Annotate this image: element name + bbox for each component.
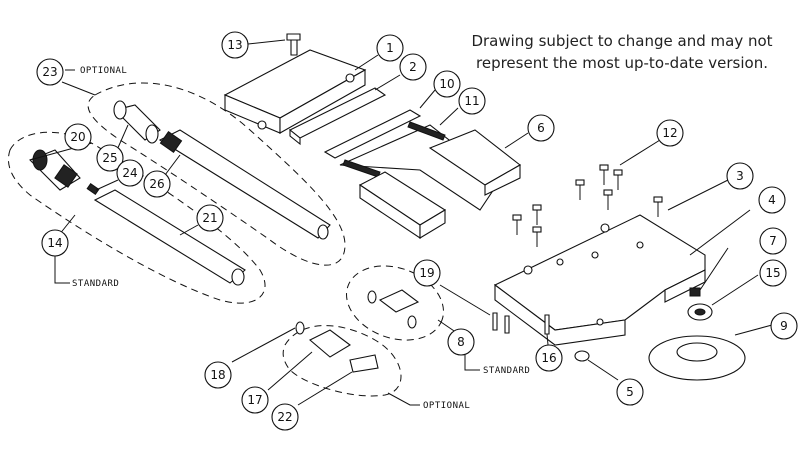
svg-text:25: 25: [102, 151, 117, 165]
block-1: [223, 49, 367, 134]
callout-25: 25: [96, 144, 124, 172]
svg-text:15: 15: [765, 266, 780, 280]
optional-top-label: OPTIONAL: [80, 66, 127, 76]
callout-22: 22: [271, 403, 299, 431]
main-plate: [493, 214, 706, 346]
svg-text:22: 22: [277, 410, 292, 424]
callout-14: 14: [41, 229, 69, 257]
bar-2: [288, 87, 387, 146]
svg-text:1: 1: [386, 41, 394, 55]
svg-text:16: 16: [541, 351, 556, 365]
svg-text:21: 21: [202, 211, 217, 225]
callout-10: 10: [433, 70, 461, 98]
standard-mid-label: STANDARD: [483, 366, 530, 376]
svg-text:5: 5: [626, 385, 634, 399]
standard-coupler: [29, 149, 81, 191]
svg-text:12: 12: [662, 126, 677, 140]
optional-bottom-label: OPTIONAL: [423, 401, 470, 411]
svg-text:4: 4: [768, 193, 776, 207]
callout-21: 21: [196, 204, 224, 232]
clamp-standard: [367, 289, 420, 329]
callout-7: 7: [759, 227, 787, 255]
svg-text:9: 9: [780, 319, 788, 333]
nut-7: [689, 287, 701, 297]
pins-19: [492, 312, 510, 334]
disclaimer-line-2: represent the most up-to-date version.: [476, 54, 768, 72]
callout-17: 17: [241, 386, 269, 414]
disclaimer-note: Drawing subject to change and may not re…: [452, 30, 792, 74]
standard-bar: [86, 182, 246, 286]
callout-13: 13: [221, 31, 249, 59]
callout-8: 8: [447, 328, 475, 356]
block-6: [428, 129, 521, 196]
svg-text:8: 8: [457, 335, 465, 349]
callout-11: 11: [458, 87, 486, 115]
disk-9: [648, 335, 746, 381]
svg-text:11: 11: [464, 94, 479, 108]
callout-9: 9: [770, 312, 798, 340]
svg-text:7: 7: [769, 234, 777, 248]
callout-3: 3: [726, 162, 754, 190]
svg-text:10: 10: [439, 77, 454, 91]
clamp-standard-outline: [346, 265, 444, 341]
callout-5: 5: [616, 378, 644, 406]
screws-12: [512, 164, 663, 247]
callout-6: 6: [527, 114, 555, 142]
callout-19: 19: [413, 259, 441, 287]
callout-4: 4: [758, 186, 786, 214]
washer-15: [687, 303, 713, 321]
svg-text:14: 14: [47, 236, 62, 250]
svg-text:18: 18: [210, 368, 225, 382]
standard-left-label: STANDARD: [72, 279, 119, 289]
callout-16: 16: [535, 344, 563, 372]
optional-bar: [158, 129, 331, 240]
nut-5: [574, 350, 590, 362]
svg-text:19: 19: [419, 266, 434, 280]
optional-group-outline: [87, 82, 346, 266]
optional-coupler: [113, 100, 161, 144]
clamp-optional: [295, 321, 379, 373]
svg-text:17: 17: [247, 393, 262, 407]
svg-text:24: 24: [122, 166, 137, 180]
plate-10: [323, 109, 501, 211]
callout-26: 26: [143, 170, 171, 198]
callout-20: 20: [64, 123, 92, 151]
screw-13: [247, 33, 301, 56]
callout-24: 24: [116, 159, 144, 187]
svg-text:20: 20: [70, 130, 85, 144]
callout-2: 2: [399, 53, 427, 81]
block-lower: [358, 171, 447, 240]
callout-12: 12: [656, 119, 684, 147]
pin-16: [544, 314, 550, 335]
svg-text:3: 3: [736, 169, 744, 183]
callout-1: 1: [376, 34, 404, 62]
callout-23: 23: [36, 58, 64, 86]
svg-text:26: 26: [149, 177, 164, 191]
svg-text:23: 23: [42, 65, 57, 79]
callout-18: 18: [204, 361, 232, 389]
disclaimer-line-1: Drawing subject to change and may not: [471, 32, 773, 50]
svg-text:6: 6: [537, 121, 545, 135]
svg-text:2: 2: [409, 60, 417, 74]
svg-text:13: 13: [227, 38, 242, 52]
clamp-optional-outline: [282, 325, 402, 397]
callout-15: 15: [759, 259, 787, 287]
